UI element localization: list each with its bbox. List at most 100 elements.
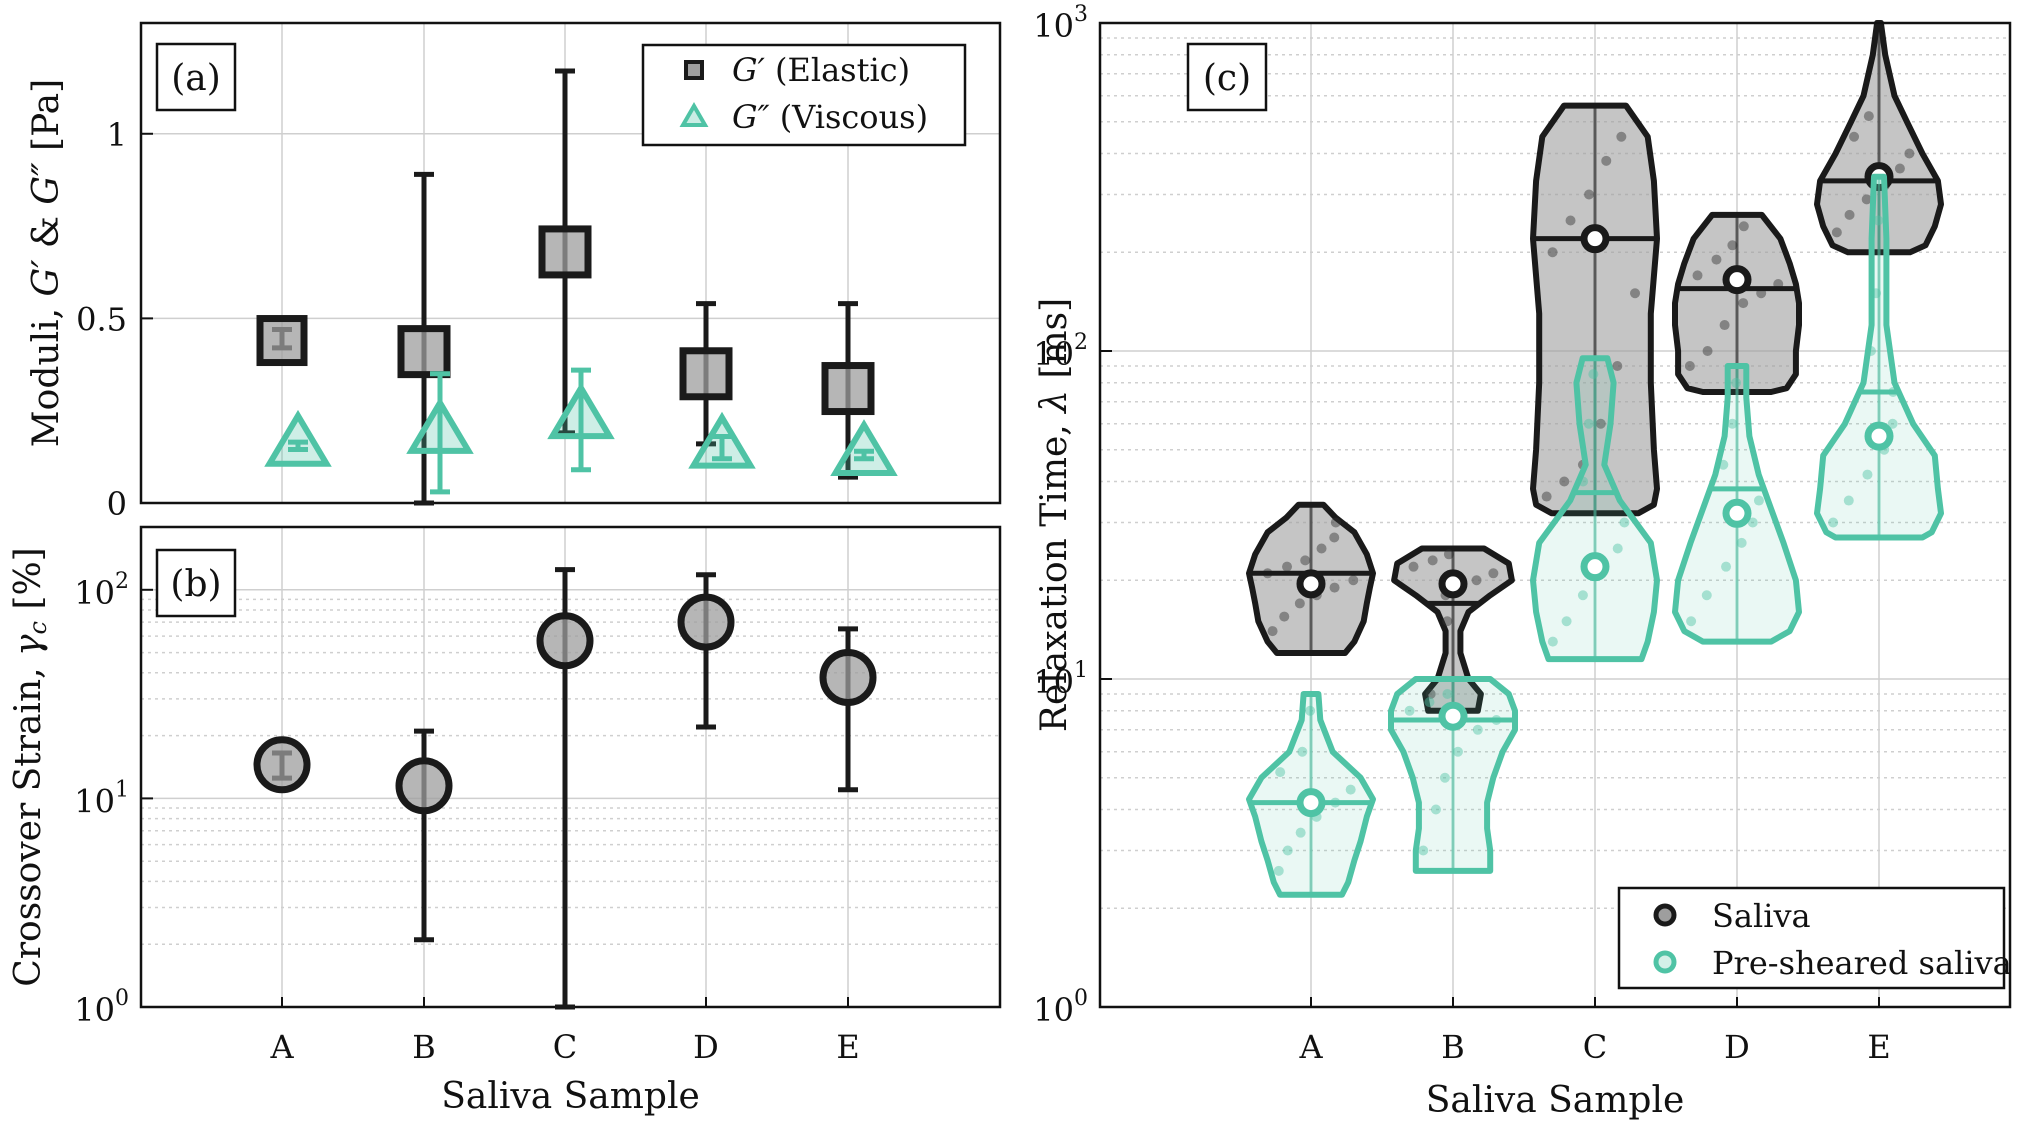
sample-point-saliva [1329, 532, 1340, 543]
sample-point-presheared [1588, 369, 1599, 380]
data-point-elastic [256, 315, 308, 367]
sample-point-presheared [1452, 746, 1463, 757]
sample-point-presheared [1424, 697, 1435, 708]
data-point-viscous [264, 409, 332, 467]
sample-point-saliva [1541, 491, 1552, 502]
x-tick-label: B [412, 1028, 436, 1066]
x-tick-label: C [1583, 1028, 1607, 1066]
sample-point-saliva [1282, 561, 1293, 572]
sample-point-saliva [1425, 689, 1436, 700]
sample-point-saliva [1738, 298, 1749, 309]
sample-point-presheared [1297, 746, 1308, 757]
x-tick-label: E [1867, 1028, 1890, 1066]
sample-point-presheared [1282, 845, 1293, 856]
data-point-viscous [547, 382, 615, 440]
sample-point-presheared [1472, 724, 1483, 735]
sample-point-saliva [1442, 616, 1453, 627]
data-point-elastic [679, 347, 733, 401]
sample-point-saliva [1849, 131, 1860, 142]
sample-point-saliva [1488, 568, 1499, 579]
sample-point-presheared [1753, 495, 1764, 506]
data-point-elastic [538, 225, 592, 279]
sample-point-presheared [1273, 865, 1284, 876]
sample-point-presheared [1578, 476, 1589, 487]
sample-point-presheared [1747, 517, 1758, 528]
sample-point-saliva [1279, 611, 1290, 622]
sample-point-saliva [1702, 346, 1713, 356]
legend-label-viscous: G″ (Viscous) [732, 98, 928, 136]
sample-point-saliva [1584, 189, 1595, 200]
sample-point-saliva [1863, 111, 1874, 122]
sample-point-presheared [1418, 845, 1429, 856]
x-axis-label: Saliva Sample [1426, 1080, 1685, 1121]
data-point [253, 736, 311, 794]
sample-point-saliva [1316, 543, 1327, 554]
sample-point-saliva [1408, 561, 1419, 572]
sample-point-presheared [1404, 705, 1415, 716]
panel-label-box [1186, 42, 1268, 112]
legend-box [1617, 886, 2006, 990]
sample-point-presheared [1736, 537, 1747, 548]
y-axis-label: Crossover Strain, γc [%] [8, 547, 52, 986]
panel-label: (b) [170, 564, 221, 605]
sample-point-saliva [1630, 288, 1641, 299]
legend-marker-saliva [1653, 903, 1677, 927]
data-point-elastic [821, 362, 875, 416]
data-point [395, 757, 453, 815]
y-tick-label: 0 [107, 485, 127, 523]
mean-marker-presheared [1580, 552, 1610, 582]
mean-marker-presheared [1296, 788, 1326, 818]
sample-point-presheared [1701, 590, 1712, 601]
mean-marker-presheared [1864, 421, 1894, 451]
sample-point-presheared [1727, 418, 1738, 429]
mean-marker-presheared [1438, 701, 1468, 731]
sample-point-presheared [1619, 517, 1630, 528]
sample-point-presheared [1721, 561, 1732, 572]
x-tick-label: B [1441, 1028, 1465, 1066]
x-axis-label: Saliva Sample [441, 1076, 700, 1117]
plot-area [139, 21, 1002, 505]
legend-marker-presheared [1653, 950, 1677, 974]
y-tick-label: 1 [107, 116, 127, 154]
sample-point-presheared [1577, 590, 1588, 601]
sample-point-presheared [1612, 543, 1623, 554]
legend-label-saliva: Saliva [1712, 897, 1811, 935]
sample-point-saliva [1348, 575, 1359, 586]
data-point [536, 612, 594, 670]
sample-point-saliva [1844, 209, 1855, 220]
panel-label-box [155, 548, 237, 618]
mean-marker-saliva [1296, 569, 1326, 599]
sample-point-saliva [1684, 361, 1695, 372]
y-tick-label: 0.5 [76, 300, 127, 338]
sample-point-presheared [1828, 517, 1839, 528]
y-tick-label: 101 [74, 777, 129, 820]
sample-point-presheared [1718, 459, 1729, 470]
sample-point-presheared [1345, 784, 1356, 795]
y-axis-label: Moduli, G′ & G″ [Pa] [26, 79, 67, 447]
sample-point-saliva [1831, 227, 1842, 238]
x-tick-label: A [269, 1028, 294, 1066]
sample-point-saliva [1294, 598, 1305, 609]
sample-point-presheared [1865, 346, 1876, 356]
sample-point-presheared [1430, 804, 1441, 815]
sample-point-presheared [1843, 495, 1854, 506]
sample-point-saliva [1719, 320, 1730, 331]
sample-point-saliva [1300, 555, 1311, 566]
sample-point-saliva [1267, 626, 1278, 637]
sample-point-presheared [1295, 827, 1306, 838]
data-point-viscous [830, 419, 898, 476]
x-tick-label: D [1724, 1028, 1750, 1066]
data-point [819, 648, 877, 706]
mean-marker-saliva [1722, 265, 1752, 295]
legend-marker-viscous [679, 102, 709, 127]
sample-point-saliva [1443, 549, 1454, 560]
sample-point-presheared [1583, 418, 1594, 429]
sample-point-saliva [1329, 582, 1340, 593]
data-point [677, 593, 735, 651]
sample-point-presheared [1439, 772, 1450, 783]
sample-point-presheared [1887, 418, 1898, 429]
sample-point-saliva [1427, 555, 1438, 566]
